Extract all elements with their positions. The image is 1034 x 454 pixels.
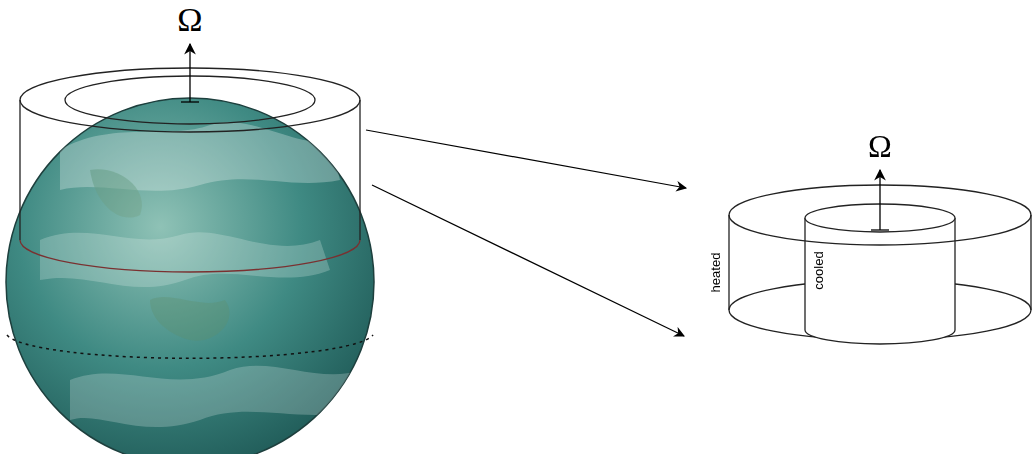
cylinder-outline <box>20 44 360 272</box>
rotation-symbol: Ω <box>177 3 202 37</box>
annulus-tank <box>729 170 1031 344</box>
rotation-symbol: Ω <box>868 130 892 162</box>
earth-globe <box>6 98 374 454</box>
zoom-arrow <box>366 130 686 336</box>
wall-label: heated <box>709 251 722 293</box>
wall-label: cooled <box>812 250 825 290</box>
